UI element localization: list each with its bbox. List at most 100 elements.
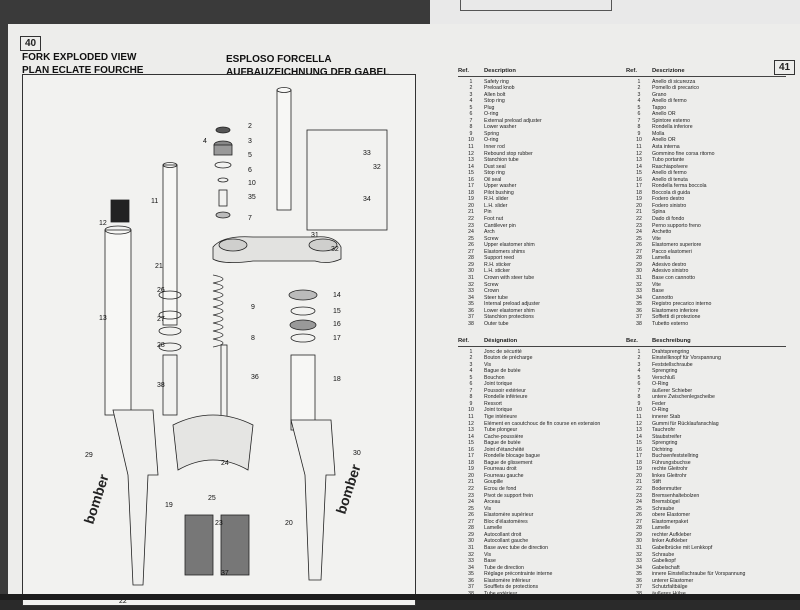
part-description: Adesivo sinistro — [652, 268, 689, 275]
ref-number: 37 — [636, 584, 642, 591]
ref-number: 29 — [468, 261, 474, 268]
ref-number: 2 — [637, 355, 641, 362]
part-description: Cache-poussière — [484, 433, 524, 440]
part-description: Drahtsprengring — [652, 348, 690, 355]
part-description: Pilot bushing — [484, 189, 514, 196]
ref-number: 30 — [468, 268, 474, 275]
ref-number: 27 — [636, 518, 642, 525]
part-description: Elastomers shims — [484, 248, 525, 255]
part-description: innerer Stab — [652, 414, 681, 421]
part-description: Upper elastomer shim — [484, 242, 535, 249]
ref-number: 30 — [468, 538, 474, 545]
ref-number: 12 — [636, 150, 642, 157]
part-description: Tige intérieure — [484, 414, 517, 421]
part-description: Outer tube — [484, 320, 509, 327]
parts-row: 19 Fourreau droit — [458, 466, 628, 473]
ref-number: 34 — [468, 294, 474, 301]
fork-drawing: bomber bomber 23456103573111122133323432… — [81, 87, 388, 605]
part-description: Elastomero superiore — [652, 242, 702, 249]
part-description: obere Elastomer — [652, 512, 691, 519]
ref-number: 19 — [468, 466, 474, 473]
ref-number: 13 — [636, 157, 642, 164]
ref-number: 4 — [469, 98, 473, 105]
ref-number: 11 — [468, 414, 474, 421]
ref-header: Bez. — [626, 338, 638, 344]
callout-number: 6 — [248, 167, 252, 174]
ref-number: 33 — [636, 558, 642, 565]
part-description: Sprengring — [652, 368, 678, 375]
part-description: linker Aufkleber — [652, 538, 688, 545]
part-description: Raschiapolvere — [652, 163, 688, 170]
part-description: Lower elastomer shim — [484, 307, 535, 314]
part-description: Sprengring — [652, 440, 678, 447]
part-description: Asta interna — [652, 144, 680, 151]
ref-number: 18 — [636, 459, 642, 466]
ref-number: 9 — [469, 400, 473, 407]
ref-number: 6 — [469, 381, 473, 388]
part-description: Molla — [652, 130, 665, 137]
ref-number: 21 — [636, 209, 642, 216]
part-description: Tube extérieur — [484, 591, 628, 598]
part-description: Stop ring — [484, 98, 505, 105]
ref-number: 35 — [468, 571, 474, 578]
part-description: Elastomerpaket — [652, 518, 689, 525]
ref-number: 34 — [636, 294, 642, 301]
ref-number: 31 — [636, 544, 642, 551]
ref-number: 7 — [469, 387, 473, 394]
callout-number: 15 — [333, 308, 341, 315]
ref-number: 36 — [636, 577, 642, 584]
callout-number: 28 — [157, 342, 165, 349]
ref-number: 1 — [637, 78, 641, 85]
callout-number: 10 — [248, 180, 256, 187]
desc-header: Beschreibung — [652, 338, 691, 344]
title-italian: ESPLOSO FORCELLA — [226, 54, 332, 65]
part-description: Poussoir extérieur — [484, 387, 526, 394]
callout-number: 26 — [157, 287, 165, 294]
part-description: Fourreau droit — [484, 466, 517, 473]
part-description: Stanchion tube — [484, 157, 519, 164]
ref-number: 26 — [636, 512, 642, 519]
callout-number: 14 — [333, 292, 341, 299]
ref-number: 20 — [468, 202, 474, 209]
ref-number: 30 — [636, 538, 642, 545]
part-description: Gommino fine corsa ritorno — [652, 150, 715, 157]
page-number-left: 40 — [20, 36, 42, 51]
ref-number: 21 — [468, 209, 474, 216]
ref-number: 5 — [637, 374, 641, 381]
part-description: Lower washer — [484, 124, 517, 131]
part-description: Vis — [484, 551, 492, 558]
callout-labels: 2345610357311112213332343226272813389836… — [85, 123, 381, 605]
part-description: innere Einstellschraube für Vorspannung — [652, 571, 746, 578]
ref-number: 28 — [468, 255, 474, 262]
ref-number: 2 — [469, 355, 473, 362]
ref-number: 17 — [636, 453, 642, 460]
part-description: Anello di sicurezza — [652, 78, 696, 85]
part-description: Lamelle — [652, 525, 671, 532]
